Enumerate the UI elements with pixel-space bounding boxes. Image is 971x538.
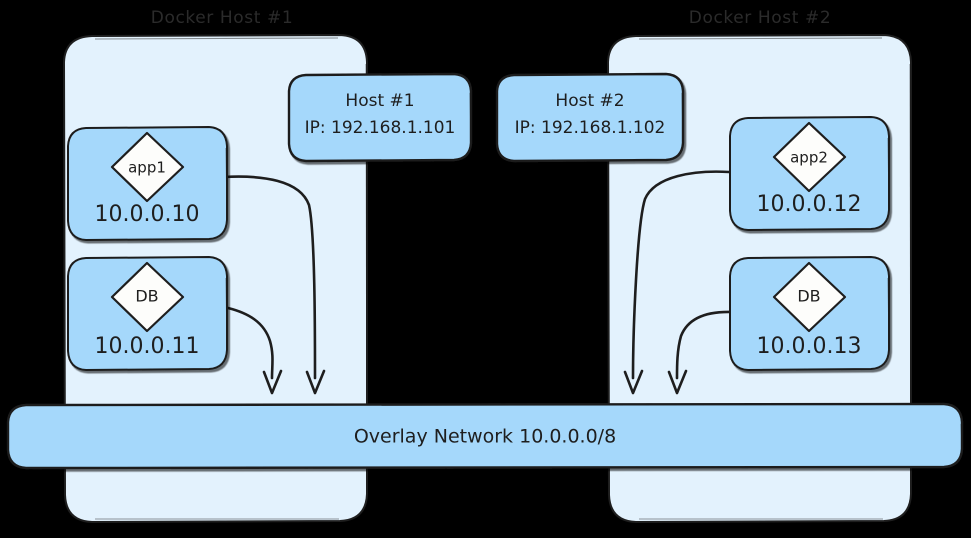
host-2-label-box[interactable] [495, 72, 685, 163]
db1-shape-label: DB [135, 287, 158, 306]
app2-ip: 10.0.0.12 [757, 192, 862, 217]
host-1-label-box[interactable] [287, 72, 473, 163]
db1-ip: 10.0.0.11 [95, 334, 200, 359]
connector-app2-to-overlay [623, 170, 731, 395]
db2-diamond-icon [772, 261, 847, 333]
host-2-label-line1: Host #2 [555, 91, 624, 111]
app1-ip: 10.0.0.10 [95, 202, 200, 227]
connector-db2-to-overlay [667, 310, 735, 395]
host-1-label-line1: Host #1 [345, 91, 414, 111]
host-1-title: Docker Host #1 [151, 8, 294, 28]
app2-shape-label: app2 [790, 149, 828, 167]
connector-app1-to-overlay [222, 175, 326, 395]
overlay-network-bar[interactable] [6, 402, 964, 470]
overlay-network-label: Overlay Network 10.0.0.0/8 [354, 426, 616, 448]
db2-ip: 10.0.0.13 [757, 334, 862, 359]
app2-diamond-icon [772, 121, 847, 193]
host-2-label-line2: IP: 192.168.1.102 [515, 118, 666, 138]
app1-diamond-icon [110, 131, 185, 203]
host-1-label-line2: IP: 192.168.1.101 [305, 118, 456, 138]
db2-shape-label: DB [797, 287, 820, 306]
host-2-title: Docker Host #2 [689, 8, 832, 28]
app1-shape-label: app1 [128, 159, 166, 177]
connector-db1-to-overlay [226, 306, 283, 395]
db1-diamond-icon [110, 261, 185, 333]
